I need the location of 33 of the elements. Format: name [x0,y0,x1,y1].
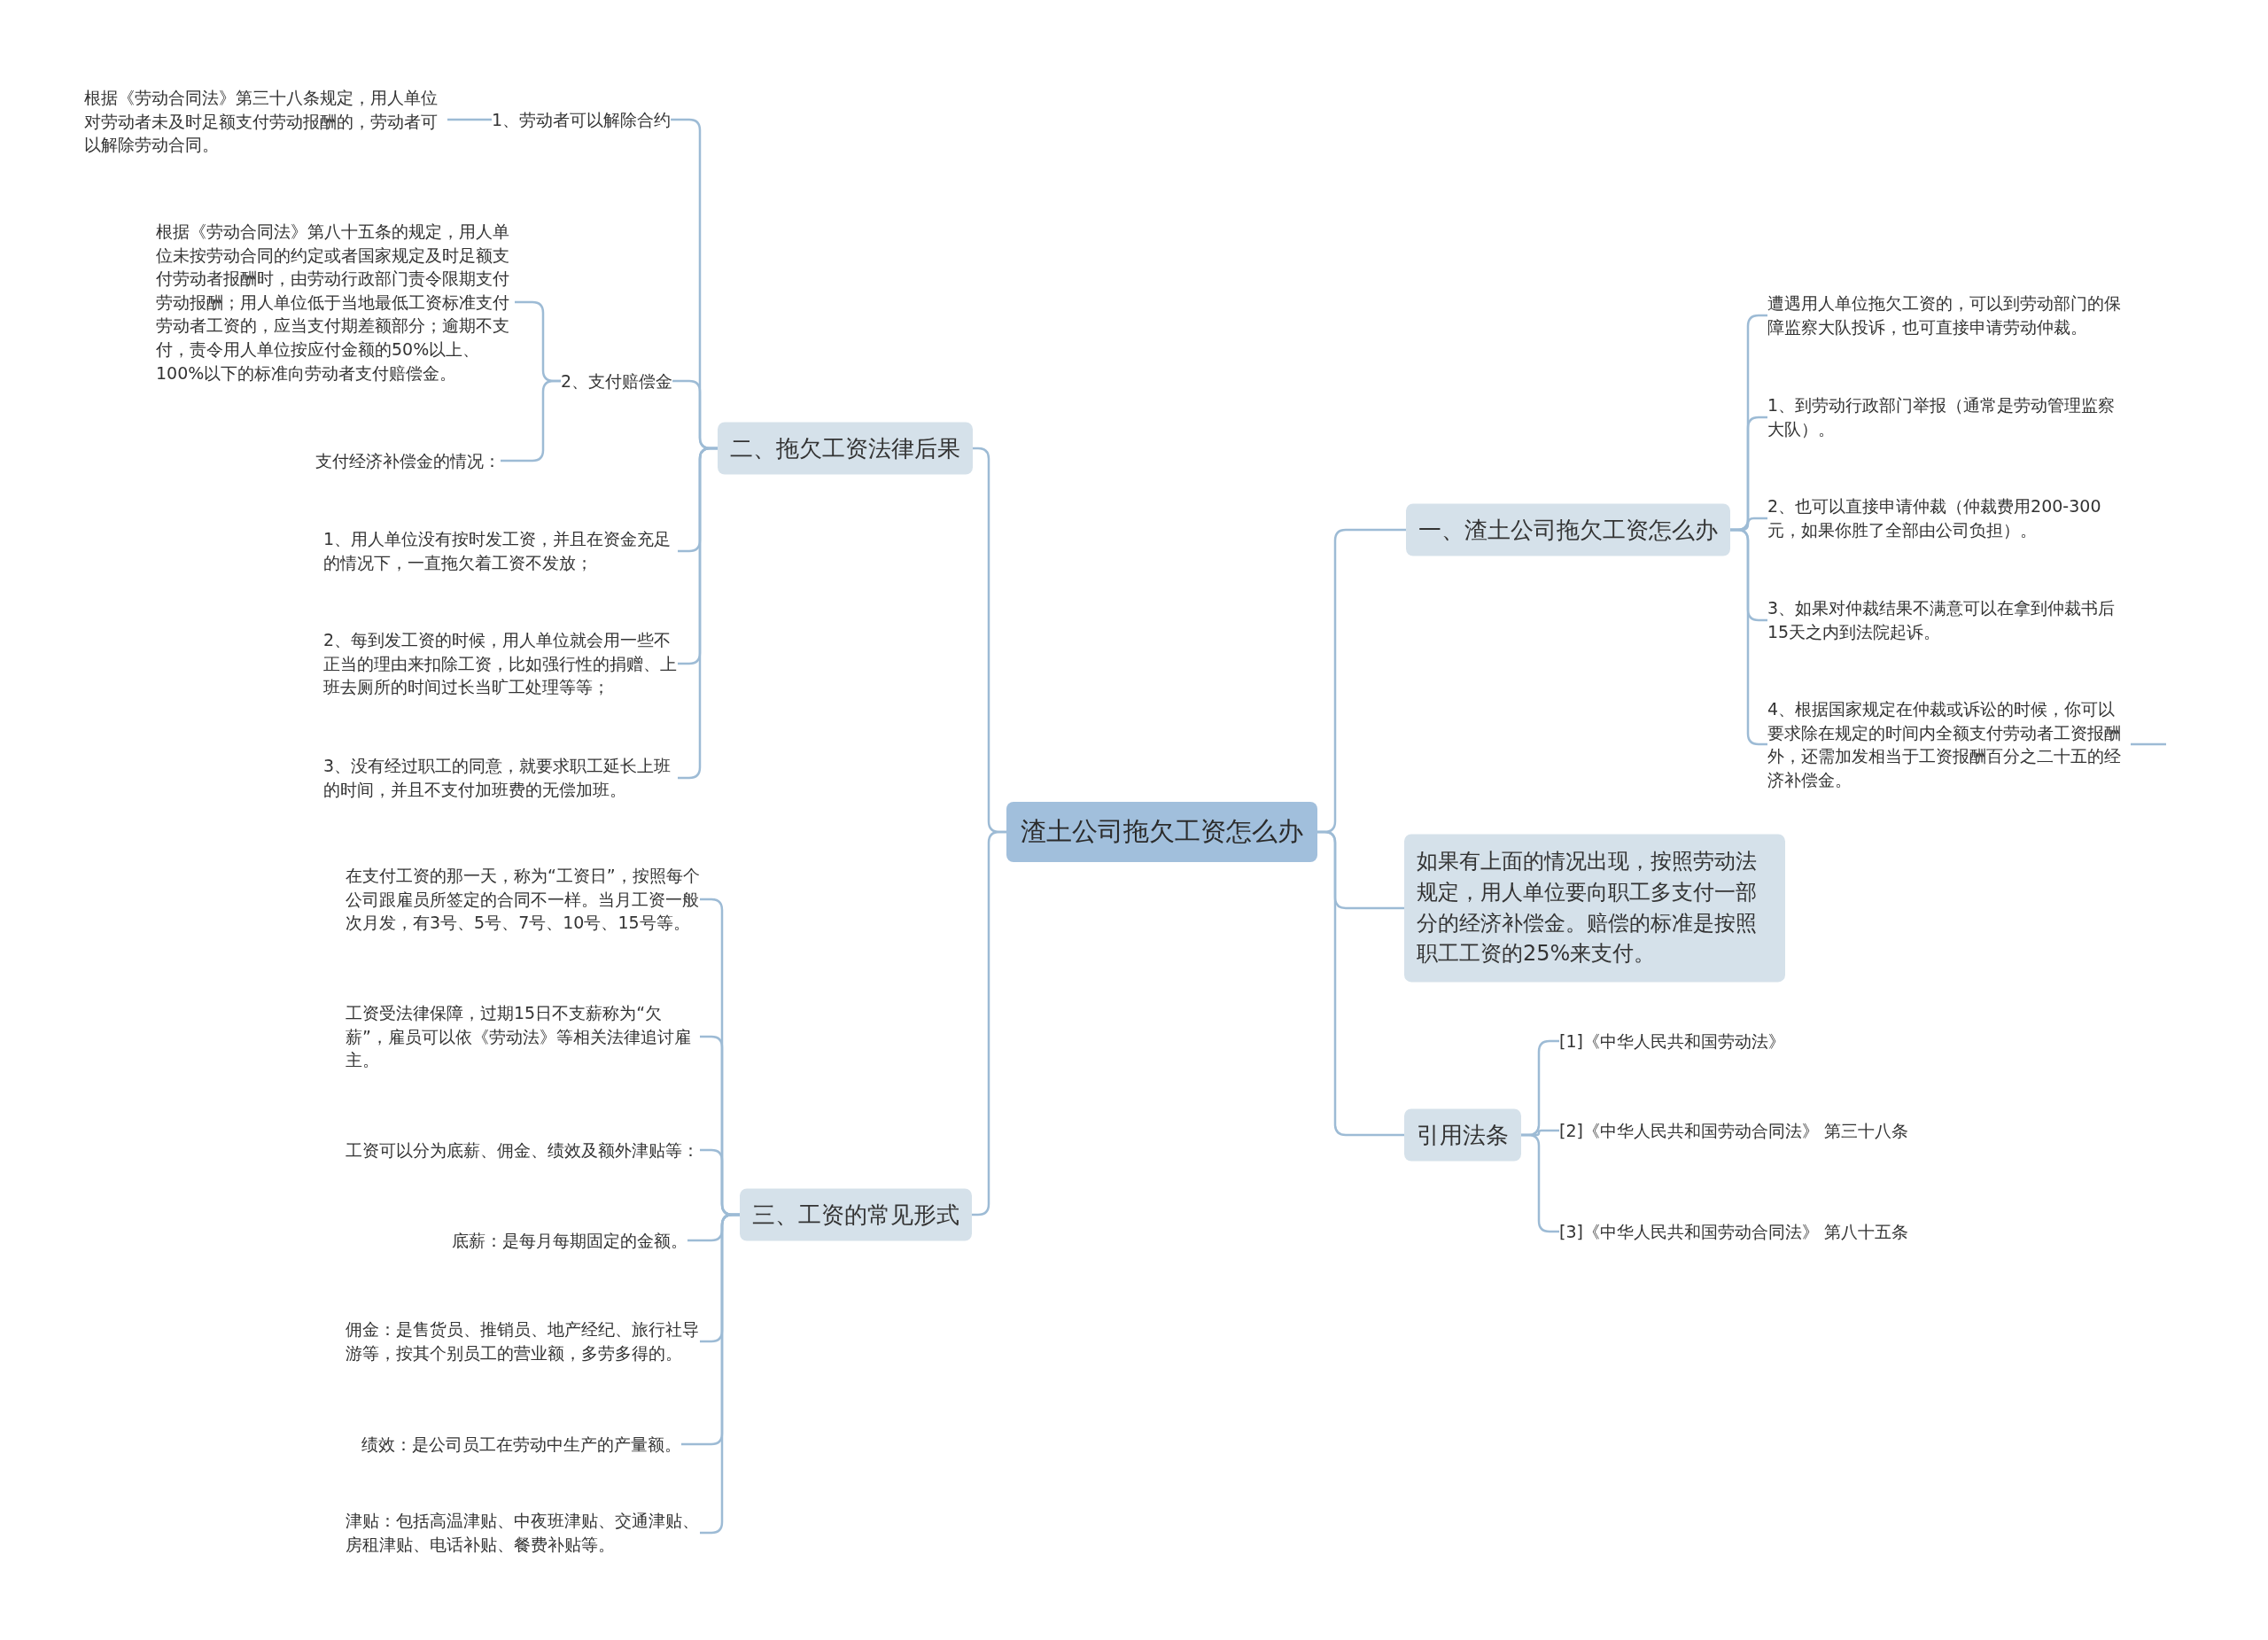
central-topic-box: 渣土公司拖欠工资怎么办 [1006,802,1317,862]
note-text: 佣金：是售货员、推销员、地产经纪、旅行社导游等，按其个别员工的营业额，多劳多得的。 [346,1317,700,1365]
note-text: 遭遇用人单位拖欠工资的，可以到劳动部门的保障监察大队投诉，也可直接申请劳动仲裁。 [1767,291,2131,339]
note-text: 4、根据国家规定在仲裁或诉讼的时候，你可以要求除在规定的时间内全额支付劳动者工资报酬外，还需加发相当于工资报酬百分之二十五的经济补偿金。 [1767,696,2131,792]
note-text: 2、每到发工资的时候，用人单位就会用一些不正当的理由来扣除工资，比如强行性的捐赠、上班去厕所的时间过长当旷工处理等等； [323,628,678,699]
note-text: 1、劳动者可以解除合约 [492,107,672,132]
topic-box: 三、工资的常见形式 [740,1188,972,1241]
note-text: 工资受法律保障，过期15日不支薪称为“欠薪”，雇员可以依《劳动法》等相关法律追讨雇主。 [346,1001,700,1072]
note-text: [2]《中华人民共和国劳动合同法》 第三十八条 [1559,1118,1931,1143]
note-text: 在支付工资的那一天，称为“工资日”，按照每个公司跟雇员所签定的合同不一样。当月工资一般次月发，有3号、5号、7号、10号、15号等。 [346,864,700,935]
note-text: 1、到劳动行政部门举报（通常是劳动管理监察大队）。 [1767,393,2131,441]
note-text: 2、也可以直接申请仲裁（仲裁费用200-300元，如果你胜了全部由公司负担）。 [1767,494,2131,542]
connector-line [2131,742,2166,746]
connector-line [447,118,492,121]
topic-box: 引用法条 [1404,1108,1521,1162]
note-text: [1]《中华人民共和国劳动法》 [1559,1029,1931,1053]
note-text: 1、用人单位没有按时发工资，并且在资金充足的情况下，一直拖欠着工资不发放； [323,527,678,575]
note-text: 支付经济补偿金的情况： [315,448,501,473]
note-text: 3、没有经过职工的同意，就要求职工延长上班的时间，并且不支付加班费的无偿加班。 [323,754,678,802]
note-text: 底薪：是每月每期固定的金额。 [452,1228,687,1253]
topic-box: 一、渣土公司拖欠工资怎么办 [1406,503,1730,556]
connector-line [501,379,561,462]
note-text: 3、如果对仲裁结果不满意可以在拿到仲裁书后15天之内到法院起诉。 [1767,596,2131,644]
note-box: 如果有上面的情况出现，按照劳动法规定，用人单位要向职工多支付一部分的经济补偿金。赔偿的标准是按照职工工资的25%来支付。 [1404,834,1785,983]
note-text: 津贴：包括高温津贴、中夜班津贴、交通津贴、房租津贴、电话补贴、餐费补贴等。 [346,1509,700,1557]
note-text: 绩效：是公司员工在劳动中生产的产量额。 [361,1432,681,1457]
connector-line [1317,830,1404,1137]
note-text: 2、支付赔偿金 [561,369,673,393]
note-text: [3]《中华人民共和国劳动合同法》 第八十五条 [1559,1219,1931,1244]
note-text: 根据《劳动合同法》第八十五条的规定，用人单位未按劳动合同的约定或者国家规定及时足额支付劳动者报酬时，由劳动行政部门责令限期支付劳动报酬；用人单位低于当地最低工资标准支付劳动者工资的，应当支付期差额部分；逾期不支付，责令用人单位按应付金额的50%以上、100%以下的标准向劳动者支付赔偿金。 [156,219,515,385]
topic-box: 二、拖欠工资法律后果 [718,422,973,475]
note-text: 根据《劳动合同法》第三十八条规定，用人单位对劳动者未及时足额支付劳动报酬的，劳动者可以解除劳动合同。 [84,86,447,157]
note-text: 工资可以分为底薪、佣金、绩效及额外津贴等： [346,1138,700,1162]
